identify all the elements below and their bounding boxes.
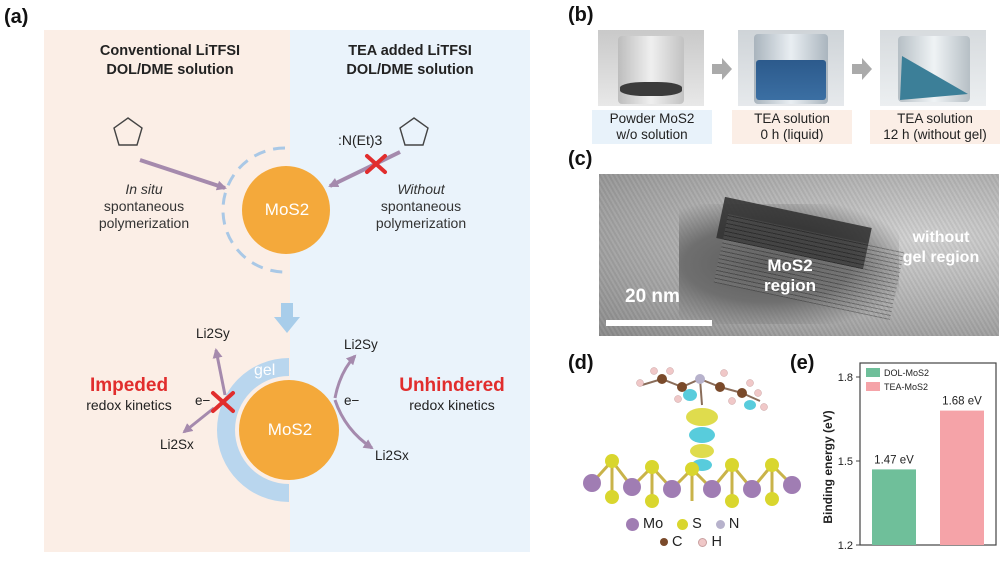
value-label-0: 1.47 eV: [874, 454, 914, 466]
panel-a-right-caption: Without spontaneous polymerization: [375, 181, 467, 231]
dol-molecule-left-icon: [113, 117, 143, 146]
cross-icon-bottom: [211, 391, 235, 413]
mos2-particle-top: [242, 166, 330, 254]
impeded-caption: Impeded redox kinetics: [86, 375, 172, 413]
electron-right: e−: [344, 393, 360, 408]
legend-s: S: [677, 516, 702, 532]
scale-bar: [606, 320, 712, 326]
legend-tea-mos2: TEA-MoS2: [884, 382, 928, 392]
right-approach-arrow: [328, 150, 401, 188]
legend-mo: Mo: [626, 516, 663, 532]
mos2-label-bottom: MoS2: [267, 420, 313, 439]
panel-a-left-title: Conventional LiTFSI DOL/DME solution: [99, 43, 241, 78]
left-approach-arrow: [139, 158, 227, 191]
li2sy-right: Li2Sy: [344, 337, 378, 352]
photo-caption-2: TEA solution 0 h (liquid): [732, 110, 852, 144]
dashed-polymer-shell: [221, 146, 286, 274]
photo-caption-1: Powder MoS2 w/o solution: [592, 110, 712, 144]
panel-a-schematic: [113, 117, 429, 502]
mos2-label-top: MoS2: [264, 200, 310, 219]
electron-left: e−: [195, 393, 211, 408]
panel-b-letter: (b): [568, 4, 594, 26]
legend-dol-mos2: DOL-MoS2: [884, 368, 929, 378]
panel-e-letter: (e): [790, 352, 815, 374]
legend-c: C: [660, 534, 682, 550]
gel-layer: [217, 358, 289, 502]
cross-icon-top: [365, 154, 387, 174]
photo-tea-solution-12h: [880, 30, 986, 106]
legend-n: N: [715, 516, 739, 532]
binding-energy-chart: Binding energy (eV) 1.2 1.5 1.8 1.47 eV 1.6…: [821, 362, 997, 552]
tem-image: [599, 174, 999, 336]
panel-a-left-background: [44, 30, 290, 552]
y-axis-label: Binding energy (eV): [821, 410, 835, 523]
y-tick-label-0: 1.2: [838, 540, 853, 552]
legend-h: H: [698, 534, 722, 550]
dol-molecule-right-icon: [399, 117, 429, 146]
panel-a-right-title: TEA added LiTFSI DOL/DME solution: [346, 43, 474, 78]
li2sx-right: Li2Sx: [375, 448, 409, 463]
mos2-region-label: MoS2 region: [764, 256, 816, 295]
gel-label: gel: [254, 362, 276, 379]
n-et3-label: :N(Et)3: [338, 132, 383, 148]
value-label-1: 1.68 eV: [942, 396, 982, 408]
photo-caption-3: TEA solution 12 h (without gel): [870, 110, 1000, 144]
bar-tea-mos2: [940, 410, 984, 545]
y-tick-label-2: 1.8: [838, 372, 853, 384]
panel-a-letter: (a): [4, 6, 29, 28]
scale-bar-label: 20 nm: [625, 286, 680, 307]
photo-powder-mos2: [598, 30, 704, 106]
unhindered-caption: Unhindered redox kinetics: [399, 375, 505, 413]
panel-d-letter: (d): [568, 352, 594, 374]
panel-d-legend: Mo S N C H: [626, 516, 806, 550]
without-gel-region-label: without gel region: [902, 229, 980, 266]
li2sx-left: Li2Sx: [160, 437, 194, 452]
mos2-particle-bottom: [239, 380, 339, 480]
panel-a-left-caption: In situ spontaneous polymerization: [98, 181, 190, 231]
plot-frame: [859, 362, 997, 546]
left-arrow-up: [212, 348, 227, 396]
photo-arrows: [712, 58, 872, 80]
dft-structure: [583, 367, 801, 508]
panel-c-letter: (c): [568, 148, 593, 170]
down-arrow-icon: [274, 303, 300, 333]
right-arrow-icon-1: [712, 58, 732, 80]
panel-a-right-background: [290, 30, 530, 552]
left-arrow-down: [182, 406, 215, 434]
bar-dol-mos2: [872, 469, 916, 545]
photo-tea-solution-0h: [738, 30, 844, 106]
chart-legend: DOL-MoS2 TEA-MoS2: [866, 368, 929, 392]
y-tick-label-1: 1.5: [838, 456, 853, 468]
li2sy-left: Li2Sy: [196, 326, 230, 341]
right-arrow-icon-2: [852, 58, 872, 80]
right-arrow-down: [333, 399, 374, 450]
right-arrow-up: [333, 354, 357, 399]
